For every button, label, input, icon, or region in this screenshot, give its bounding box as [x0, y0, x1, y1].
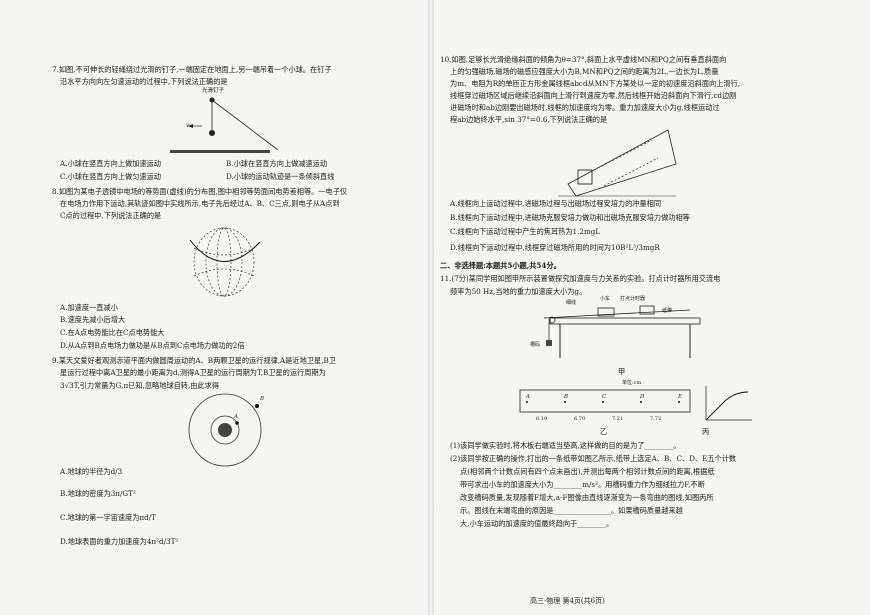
q9-label-b: B: [260, 396, 265, 402]
q11-part2-e: 示。图线在末端弯曲的原因是________________。如果槽码质量越来越: [460, 506, 683, 515]
q11-part2-c: 带可求出小车的加速度大小为________m/s²。用槽码重力作为细线拉力F,不…: [460, 480, 705, 489]
right-column: 10.如图,足够长光滑绝缘斜面的倾角为θ=37°,斜面上水平虚线MN和PQ之间有…: [440, 0, 860, 615]
q10-option-b: B.线框向下运动过程中,进磁场克服安培力做功和出磁场克服安培力做功相等: [450, 213, 690, 222]
q9-line3: 3√3T,引力常量为G,π已知,忽略地球自转,由此求得: [60, 381, 219, 390]
tape-dot: [602, 401, 604, 403]
q11-figure-jia: 甲: [618, 367, 626, 376]
q7-figure: [170, 97, 279, 153]
q9-option-a: A.地球的半径为d/3: [60, 467, 123, 476]
q11-line2: 频率为50 Hz,当地的重力加速度大小为g。: [450, 287, 587, 296]
q8-option-a: A.加速度一直减小: [60, 303, 118, 312]
tape-distance: 6.70: [574, 416, 586, 422]
q9-line1: 9.某天文爱好者观测赤道平面内做圆周运动的A、B两颗卫星的运行规律,A是近地卫星…: [52, 356, 336, 365]
q11-label-hook-weight: 槽码: [530, 342, 541, 348]
q10-line4: 线框穿过磁场区域后继续沿斜面向上滑行到速度为零,然后线框开始沿斜面向下滑行,cd…: [450, 91, 737, 100]
tape-point-d: D: [640, 394, 645, 400]
q11-figure-yi: 乙: [600, 427, 608, 436]
tape-dot: [678, 401, 680, 403]
q8-option-b: B.速度先减小后增大: [60, 315, 126, 324]
q11-part2-a: (2)该同学按正确的操作,打出的一条纸带如图乙所示,纸带上选定A、B、C、D、E…: [450, 454, 737, 463]
tape-distance: 6.19: [536, 416, 548, 422]
q10-line6: 程ab边始终水平,sin 37°=0.6,下列说法正确的是: [450, 115, 608, 124]
q10-line5: 进磁场时和ab边刚要出磁场时,线框的加速度均为零。重力加速度大小为g,线框运动过: [450, 103, 720, 112]
page-footer: 高三·物理 第4页(共6页): [530, 597, 605, 605]
q9-label-a: A: [234, 414, 238, 420]
q11-label-cart: 小车: [600, 296, 611, 302]
q8-option-d: D.从A点到B点电场力做功是从B点到C点电场力做功的2倍: [60, 341, 245, 350]
q11-apparatus-figure: [543, 305, 701, 358]
q7-option-a: A.小球在竖直方向上做加速运动: [60, 159, 161, 168]
q11-tape-figure: [519, 389, 691, 413]
q8-option-c: C.在A点电势能比在C点电势能大: [60, 328, 165, 337]
q9-orbit-figure: [188, 393, 262, 467]
q10-line3: 为m、电阻为R的单匝正方形金属线框abcd从MN下方某处以一定的初速度沿斜面向上…: [450, 79, 741, 88]
q8-line3: C点的过程中,下列说法正确的是: [60, 211, 162, 220]
q11-part2-b: 点(相邻两个计数点间有四个点未画出),并测出每两个相邻计数点间的距离,根据纸: [460, 467, 715, 476]
q9-option-b: B.地球的密度为3π/GT²: [60, 489, 136, 498]
q11-label-tape: 纸带: [662, 308, 673, 314]
q9-line2: 星运行过程中离A卫星的最小距离为d,测得A卫星的运行周期为T,B卫星的运行周期为: [60, 368, 326, 377]
q7-nail-label: 光滑钉子: [202, 88, 225, 94]
tape-point-e: E: [678, 394, 683, 400]
tape-point-a: A: [526, 394, 530, 400]
q11-part1: (1)该同学做实验时,将木板右端适当垫高,这样做的目的是为了________。: [450, 441, 681, 450]
left-column: 7.如图,不可伸长的轻绳绕过光滑的钉子,一端固定在地面上,另一端吊着一个小球。在…: [0, 0, 420, 615]
q10-option-a: A.线框向上运动过程中,进磁场过程与出磁场过程安培力的冲量相同: [450, 199, 662, 208]
q11-line1: 11.(7分)某同学用如图甲所示装置做探究加速度与力关系的实验。打点计时器所用交…: [440, 274, 721, 283]
q10-incline-figure: [558, 129, 677, 197]
q7-option-d: D.小球的运动轨迹是一条倾斜直线: [226, 172, 335, 181]
tape-dot: [640, 401, 642, 403]
q11-unit-label: 单位:cm: [622, 380, 642, 386]
section-2-heading: 二、非选择题:本题共5小题,共54分。: [440, 261, 561, 270]
q7-option-b: B.小球在竖直方向上做减速运动: [226, 159, 328, 168]
page-fold: [428, 0, 434, 615]
tape-distance: 7.72: [650, 416, 662, 422]
tape-distance: 7.21: [612, 416, 624, 422]
q9-option-d: D.地球表面的重力加速度为4π²d/3T²: [60, 537, 179, 546]
q8-field-figure: [189, 227, 261, 297]
q10-line2: 上的匀强磁场,磁场的磁感应强度大小为B,MN和PQ之间的距离为2L,一边长为L,…: [450, 67, 719, 76]
q10-option-d: D.线框向下运动过程中,线框穿过磁场所用的时间为10B²L³/3mgR: [450, 243, 660, 252]
q7-velocity-label: v: [186, 122, 190, 129]
q7-option-c: C.小球在竖直方向上做匀速运动: [60, 172, 161, 181]
q10-option-c: C.线框向下运动过程中产生的焦耳热为1.2mgL: [450, 227, 601, 236]
q11-part2-d: 改变槽码质量,发现随着F增大,a-F图像由直线逐渐变为一条弯曲的图线,如图丙所: [460, 493, 714, 502]
q11-part2-f: 大,小车运动的加速度的值最终趋向于________。: [460, 519, 614, 528]
tape-point-b: B: [564, 394, 569, 400]
tape-dot: [564, 401, 566, 403]
q10-line1: 10.如图,足够长光滑绝缘斜面的倾角为θ=37°,斜面上水平虚线MN和PQ之间有…: [440, 55, 727, 64]
tape-point-c: C: [602, 394, 607, 400]
q8-line1: 8.如图为某电子透镜中电场的等势面(虚线)的分布图,图中相邻等势面间电势差相等。…: [52, 187, 348, 196]
q11-label-string: 细线: [566, 300, 577, 306]
q11-af-graph: [705, 386, 752, 421]
tape-dot: [526, 401, 528, 403]
q9-option-c: C.地球的第一宇宙速度为πd/T: [60, 513, 156, 522]
q11-figure-bing: 丙: [702, 427, 710, 436]
q11-label-timer: 打点计时器: [620, 296, 646, 302]
q7-line1: 7.如图,不可伸长的轻绳绕过光滑的钉子,一端固定在地面上,另一端吊着一个小球。在…: [52, 65, 332, 74]
q7-line2: 沿水平方向向左匀速运动的过程中,下列说法正确的是: [60, 77, 228, 86]
q8-line2: 在电场力作用下运动,其轨迹如图中实线所示,电子先后经过A、B、C三点,则电子从A…: [60, 199, 340, 208]
